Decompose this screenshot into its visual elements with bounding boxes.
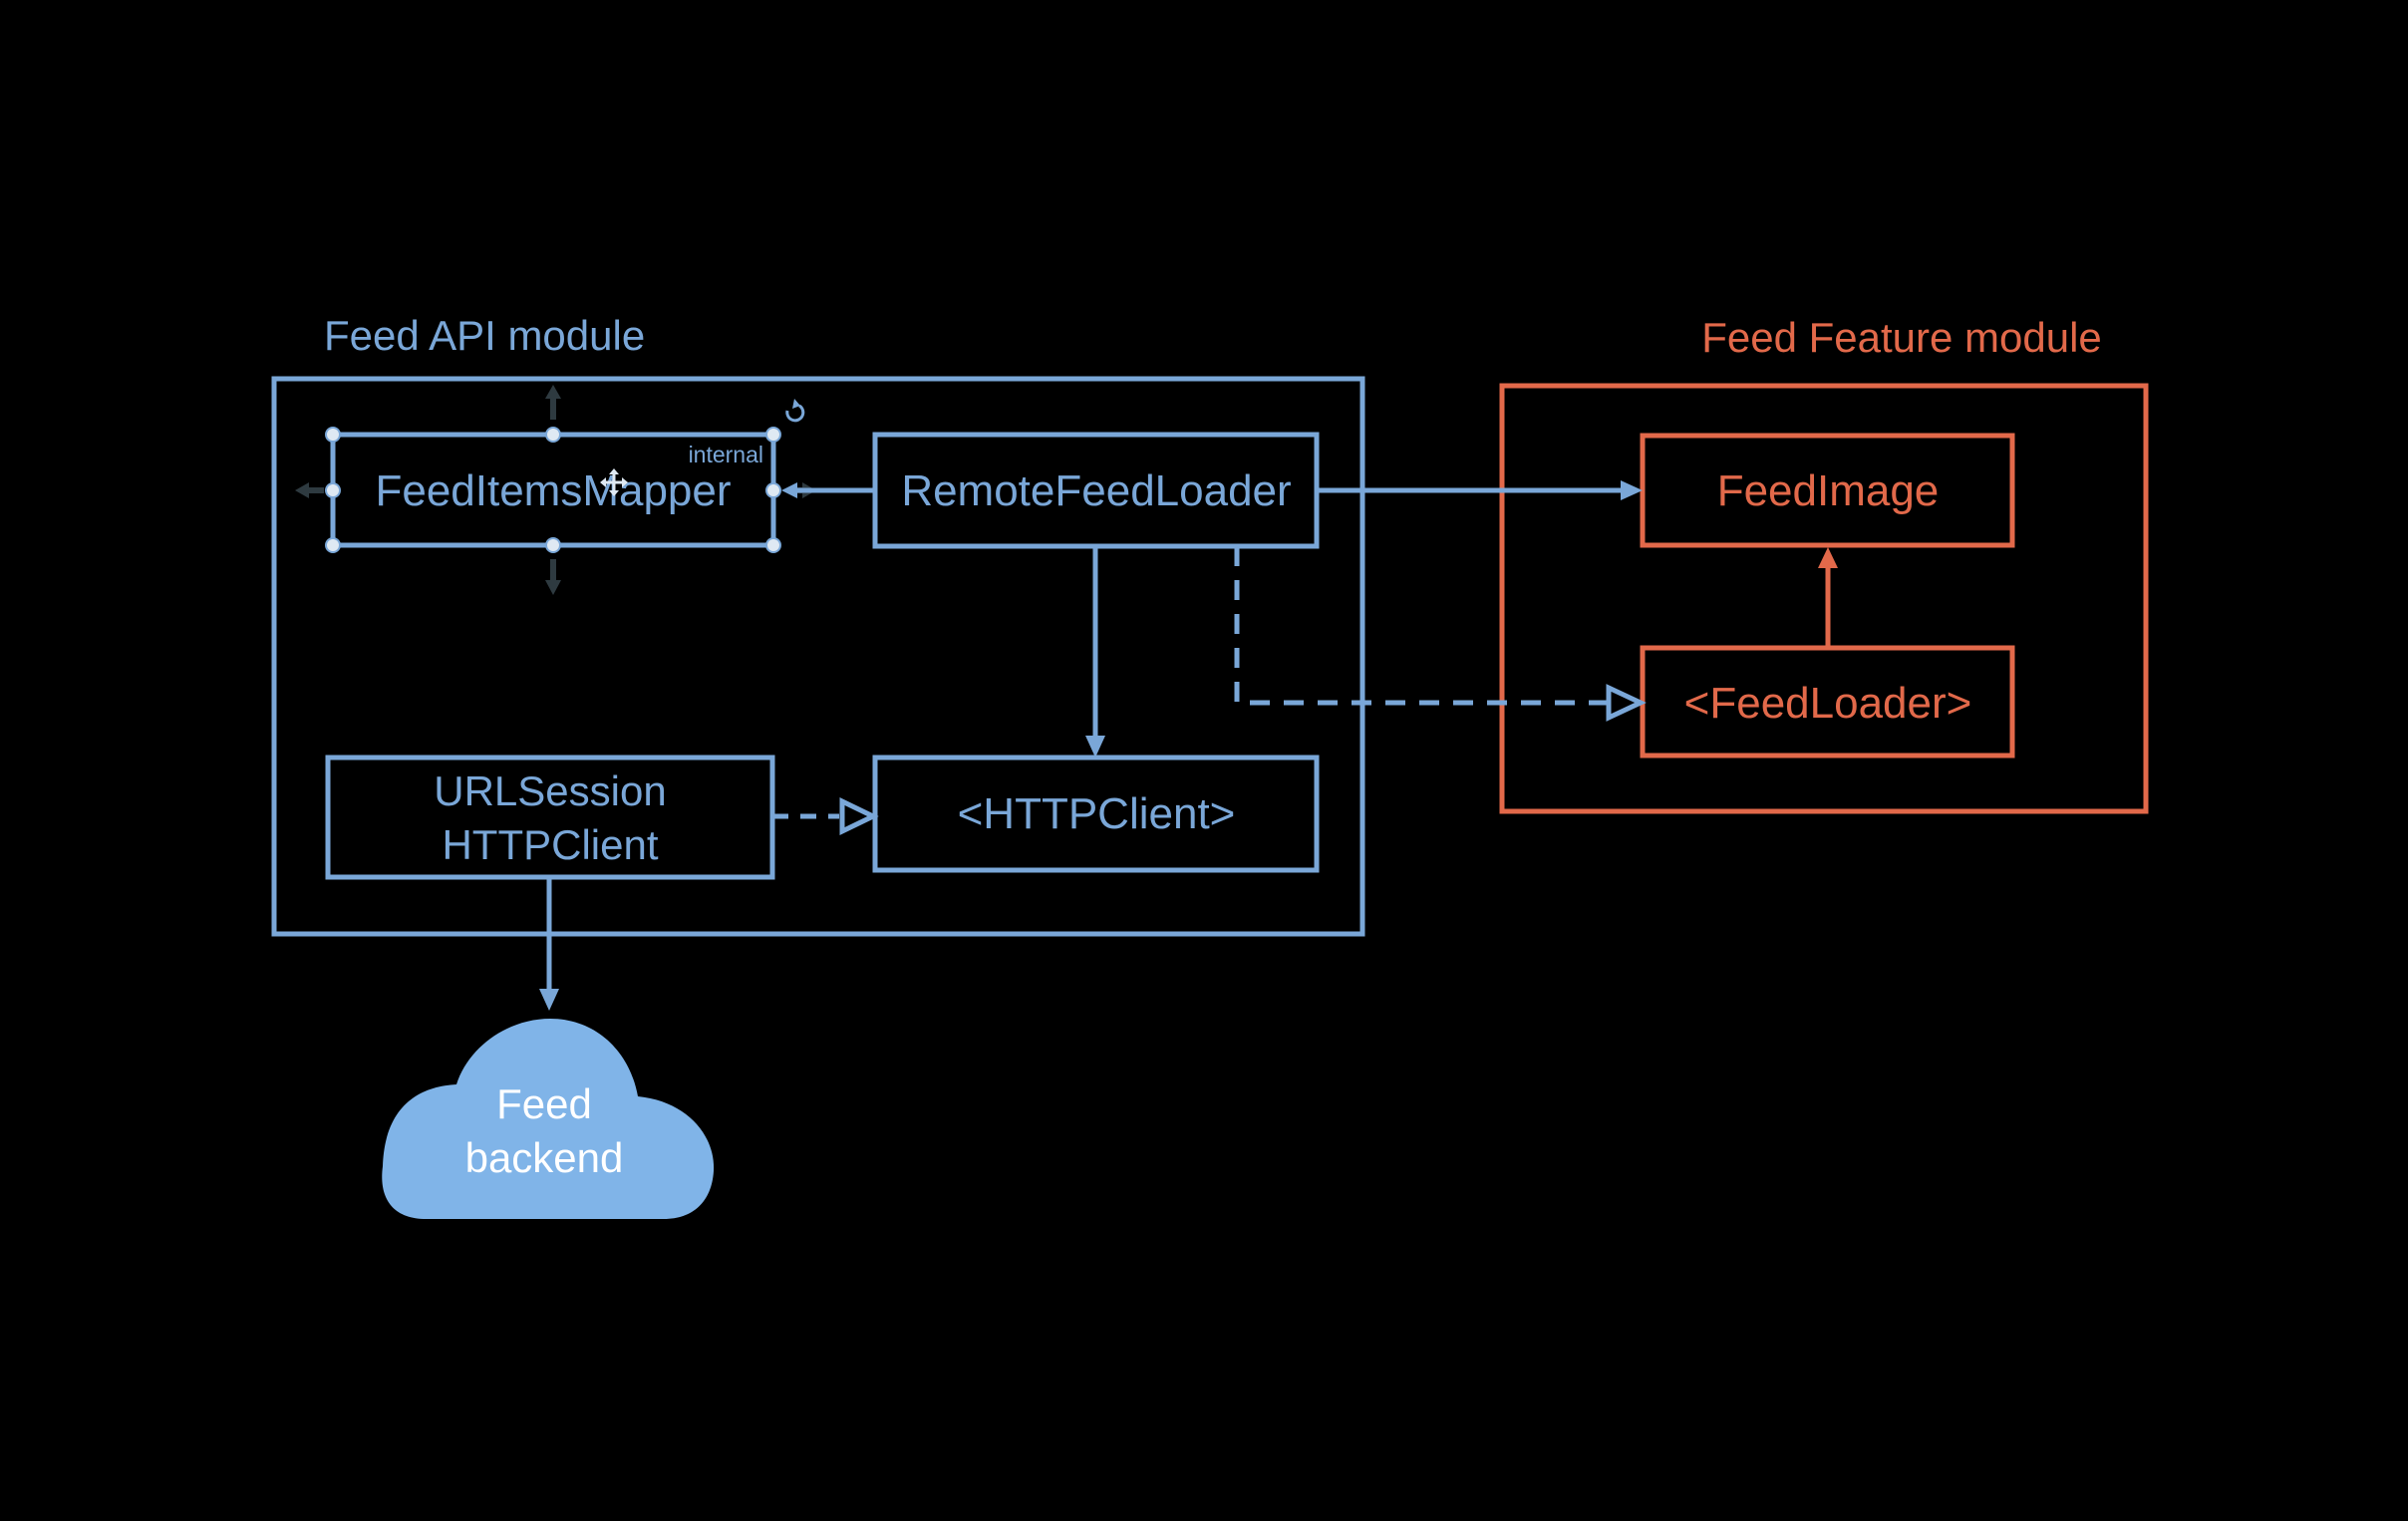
resize-arrow-up-icon[interactable]	[545, 385, 561, 420]
feed-items-mapper-node[interactable]: FeedItemsMapper internal	[330, 432, 776, 548]
feed-image-node[interactable]: FeedImage	[1640, 433, 2015, 548]
api-module-container[interactable]	[271, 376, 1365, 937]
feed-loader-protocol-node[interactable]: <FeedLoader>	[1640, 645, 2015, 759]
resize-handle-top-left[interactable]	[325, 427, 341, 443]
resize-handle-top-right[interactable]	[765, 427, 781, 443]
resize-handle-top[interactable]	[545, 427, 561, 443]
feed-backend-node[interactable]: Feed backend	[382, 1019, 715, 1219]
backend-label-line1: Feed	[496, 1080, 592, 1127]
feed-image-label: FeedImage	[1717, 466, 1940, 515]
connector-remote-to-feed-image[interactable]	[1317, 480, 1643, 500]
connector-remote-to-http-client[interactable]	[1085, 546, 1105, 758]
feed-loader-protocol-label: <FeedLoader>	[1684, 679, 1972, 728]
backend-label-line2: backend	[465, 1134, 624, 1181]
connector-url-session-implements-http-client[interactable]	[772, 797, 879, 835]
connector-remote-to-mapper[interactable]	[781, 482, 875, 498]
rotate-handle-icon[interactable]	[785, 399, 805, 423]
internal-access-label: internal	[689, 442, 763, 467]
resize-handle-bottom-left[interactable]	[325, 537, 341, 553]
url-session-http-client-node[interactable]: URLSession HTTPClient	[325, 755, 775, 880]
remote-feed-loader-node[interactable]: RemoteFeedLoader	[872, 432, 1320, 549]
cloud-icon	[382, 1019, 715, 1219]
resize-handle-bottom-right[interactable]	[765, 537, 781, 553]
http-client-protocol-node[interactable]: <HTTPClient>	[872, 755, 1320, 873]
connector-url-session-to-backend[interactable]	[539, 877, 559, 1011]
http-client-protocol-label: <HTTPClient>	[958, 789, 1236, 838]
feed-items-mapper-label: FeedItemsMapper	[375, 466, 731, 515]
feature-module-title: Feed Feature module	[1701, 314, 2102, 361]
resize-arrow-down-icon[interactable]	[545, 559, 561, 595]
resize-arrow-left-icon[interactable]	[295, 482, 324, 498]
move-cursor-icon	[600, 468, 628, 496]
url-session-label-line2: HTTPClient	[442, 821, 658, 868]
selection-handles[interactable]	[325, 427, 781, 553]
resize-handle-bottom[interactable]	[545, 537, 561, 553]
connector-feed-loader-to-feed-image[interactable]	[1818, 547, 1838, 648]
api-module-title: Feed API module	[324, 312, 645, 359]
resize-handle-left[interactable]	[325, 482, 341, 498]
http-client-protocol-box[interactable]	[872, 755, 1320, 873]
connector-remote-implements-feed-loader[interactable]	[1234, 546, 1647, 722]
resize-handle-right[interactable]	[765, 482, 781, 498]
feature-module-container[interactable]	[1499, 383, 2149, 814]
url-session-label-line1: URLSession	[434, 767, 666, 814]
remote-feed-loader-label: RemoteFeedLoader	[901, 466, 1291, 515]
